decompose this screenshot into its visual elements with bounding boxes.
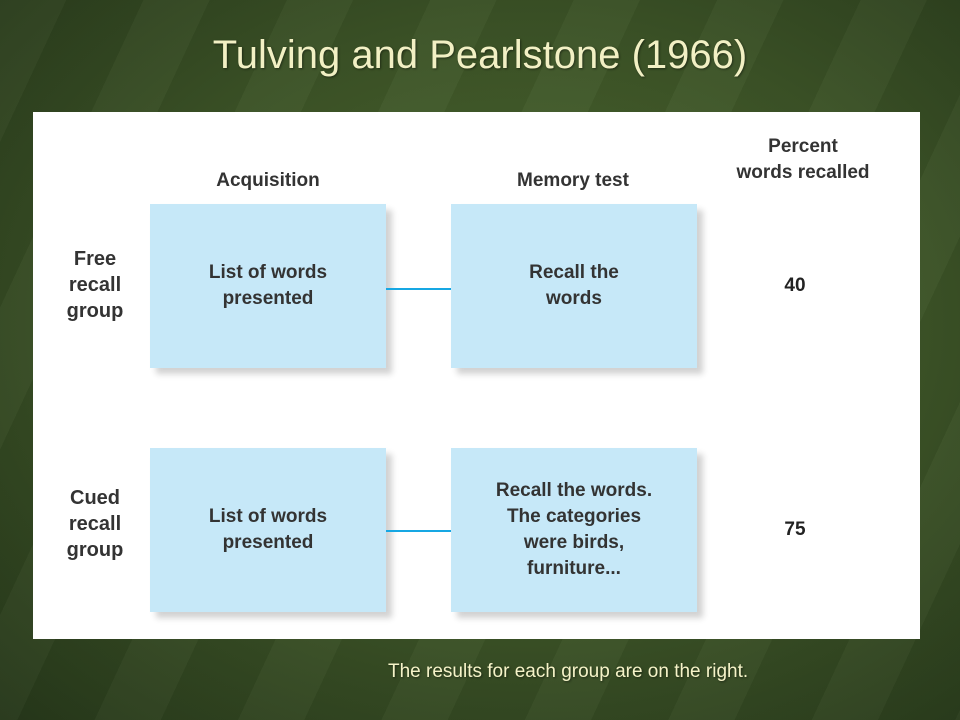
box-cued-acquisition-text: List of words presented	[208, 506, 328, 553]
box-cued-memory-test: Recall the words. The categories were bi…	[451, 448, 697, 612]
arrow-free-recall	[386, 280, 468, 298]
box-free-acquisition-text: List of words presented	[208, 262, 328, 309]
header-percent-recalled: Percent words recalled	[736, 136, 870, 183]
header-memory-test: Memory test	[517, 170, 629, 191]
slide-caption: The results for each group are on the ri…	[388, 661, 749, 682]
slide-title: Tulving and Pearlstone (1966)	[212, 33, 748, 77]
box-free-acquisition: List of words presented	[150, 204, 386, 368]
result-free-recall: 40	[784, 275, 806, 296]
header-acquisition: Acquisition	[216, 170, 320, 191]
row-label-cued-recall: Cued recall group	[66, 487, 124, 561]
diagram-panel: Acquisition Memory test Percent words re…	[33, 112, 920, 639]
arrow-cued-recall	[386, 522, 468, 540]
row-label-free-recall: Free recall group	[66, 248, 124, 322]
box-cued-acquisition: List of words presented	[150, 448, 386, 612]
result-cued-recall: 75	[784, 519, 806, 540]
box-free-memory-test: Recall the words	[451, 204, 697, 368]
box-free-memory-test-text: Recall the words	[529, 262, 619, 309]
box-cued-memory-test-text: Recall the words. The categories were bi…	[495, 480, 653, 579]
